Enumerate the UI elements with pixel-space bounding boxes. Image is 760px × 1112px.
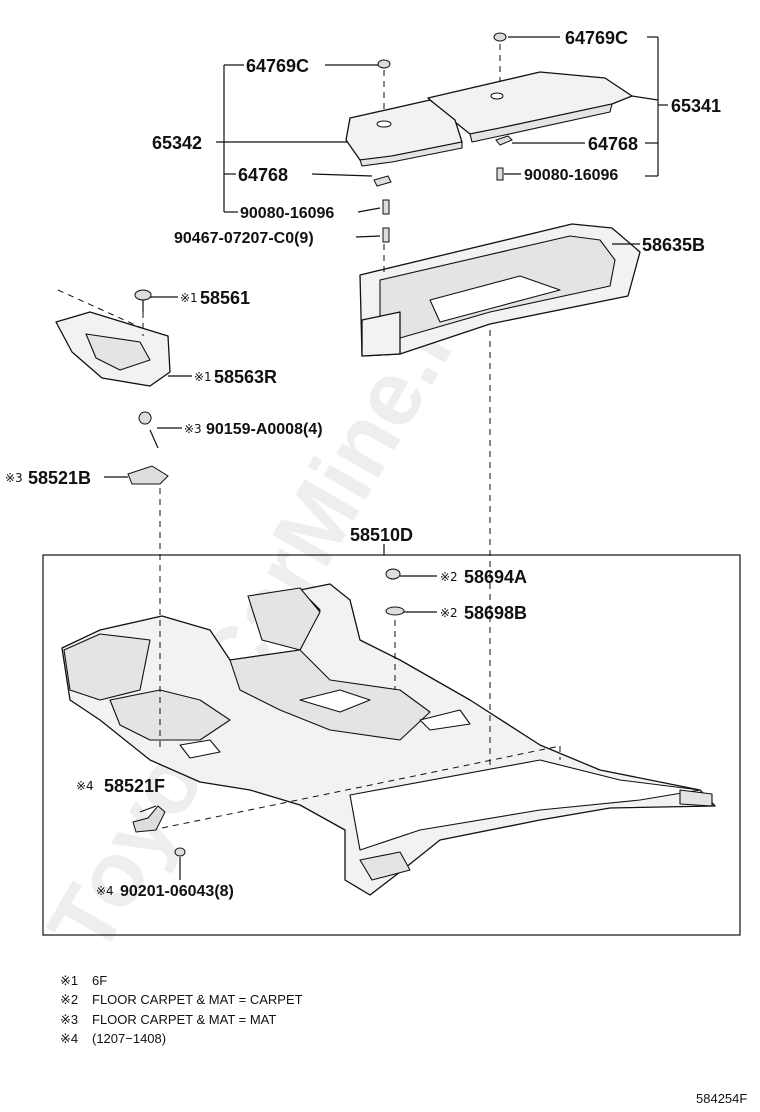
label-90159: 90159-A0008(4) [206,421,323,438]
clip-icon [373,32,513,243]
label-90080-left: 90080-16096 [240,205,334,222]
mark-2: ※2 [440,606,458,620]
note-mark: ※4 [60,1031,78,1046]
panel-58563r [55,311,171,387]
floor-carpet-58510d [61,583,716,896]
mark-4: ※4 [96,884,114,898]
carpet-assembly-frame [42,554,741,936]
mark-3: ※3 [184,422,202,436]
label-58561: 58561 [200,288,250,308]
mark-3: ※3 [5,471,23,485]
label-64768-left: 64768 [238,165,288,185]
label-64769c-left: 64769C [246,56,309,76]
label-58563r: 58563R [214,367,277,387]
label-58521b: 58521B [28,468,91,488]
clip-icon [127,289,169,485]
label-65342: 65342 [152,133,202,153]
part-labels: 64769C 65341 64768 90080-16096 64769C 65… [5,28,721,900]
clip-icon [132,568,405,857]
note-text: (1207−1408) [92,1031,166,1046]
mark-4: ※4 [76,779,94,793]
label-90201: 90201-06043(8) [120,883,234,900]
label-64768-right: 64768 [588,134,638,154]
label-90080-right: 90080-16096 [524,167,618,184]
note-text: 6F [92,973,107,988]
mark-2: ※2 [440,570,458,584]
tray-58635b [359,223,641,357]
note-mark: ※3 [60,1012,78,1027]
notes-legend: ※1 6F ※2 FLOOR CARPET & MAT = CARPET ※3 … [60,973,303,1046]
label-64769c-top: 64769C [565,28,628,48]
label-58521f: 58521F [104,776,165,796]
floor-cover-65342 [345,99,463,167]
label-58635b: 58635B [642,235,705,255]
note-mark: ※2 [60,992,78,1007]
mark-1: ※1 [180,291,198,305]
label-58698b: 58698B [464,603,527,623]
label-58694a: 58694A [464,567,527,587]
note-text: FLOOR CARPET & MAT = MAT [92,1012,276,1027]
alignment-lines [57,44,561,829]
leader-lines [104,36,668,880]
note-text: FLOOR CARPET & MAT = CARPET [92,992,303,1007]
diagram-id: 584254F [696,1091,747,1106]
label-65341: 65341 [671,96,721,116]
note-mark: ※1 [60,973,78,988]
mark-1: ※1 [194,370,212,384]
label-58510d: 58510D [350,525,413,545]
label-90467: 90467-07207-C0(9) [174,230,314,247]
